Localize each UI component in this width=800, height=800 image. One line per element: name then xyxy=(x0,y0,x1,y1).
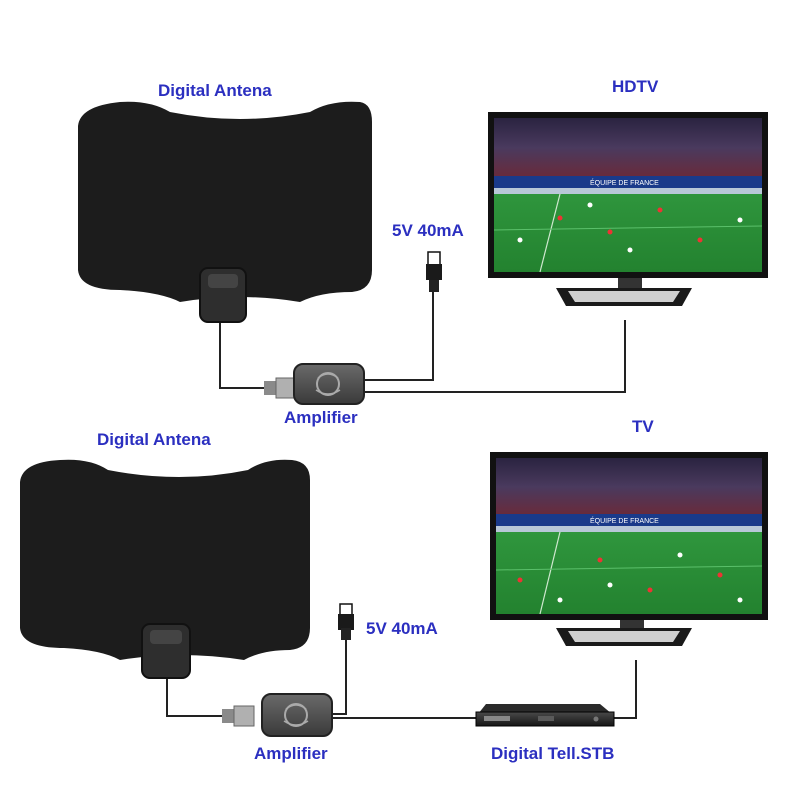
usb-plug-icon xyxy=(338,603,354,640)
top-antenna-label: Digital Antena xyxy=(158,81,272,100)
bottom-antenna-label: Digital Antena xyxy=(97,430,211,449)
stb-label: Digital Tell.STB xyxy=(491,744,615,763)
antenna-panel-icon xyxy=(20,459,310,679)
tv-banner: ÉQUIPE DE FRANCE xyxy=(590,178,659,187)
bottom-cables xyxy=(166,638,637,719)
bottom-amplifier-label: Amplifier xyxy=(254,744,328,763)
usb-plug-icon xyxy=(426,251,442,292)
set-top-box-icon xyxy=(475,704,615,727)
amplifier-icon xyxy=(222,693,333,737)
television-icon: ÉQUIPE DE FRANCE xyxy=(490,452,768,646)
top-power-label: 5V 40mA xyxy=(392,221,464,240)
top-display-label: HDTV xyxy=(612,77,659,96)
top-cables xyxy=(219,292,626,393)
antenna-panel-icon xyxy=(78,101,372,323)
amplifier-icon xyxy=(264,363,365,405)
top-amplifier-label: Amplifier xyxy=(284,408,358,427)
bottom-power-label: 5V 40mA xyxy=(366,619,438,638)
tv-banner: ÉQUIPE DE FRANCE xyxy=(590,516,659,525)
bottom-display-label: TV xyxy=(632,417,654,436)
television-icon: ÉQUIPE DE FRANCE xyxy=(488,112,768,306)
